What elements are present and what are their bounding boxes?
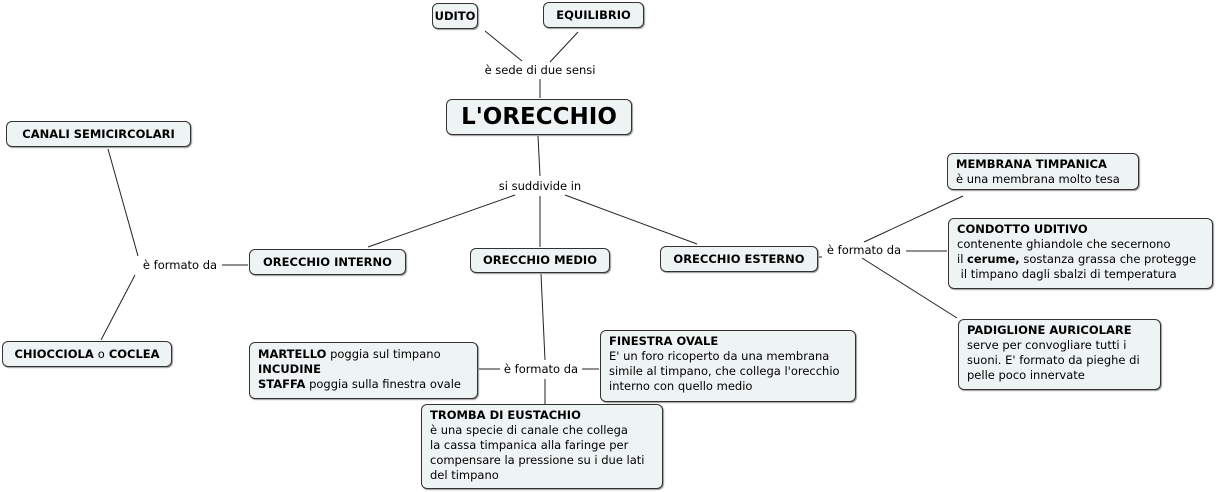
node-chiocciola[interactable]: CHIOCCIOLA o COCLEA	[2, 341, 172, 367]
link-medio-formato	[540, 273, 546, 361]
node-label: CANALI SEMICIRCOLARI	[22, 126, 175, 141]
node-label: UDITO	[434, 8, 476, 23]
node-canali-semicircolari[interactable]: CANALI SEMICIRCOLARI	[6, 121, 191, 147]
link-label-medio: è formato da	[503, 362, 579, 376]
node-membrana-timpanica[interactable]: MEMBRANA TIMPANICA è una membrana molto …	[947, 153, 1139, 190]
link-membrana	[863, 195, 964, 243]
node-desc: pelle poco innervate	[967, 368, 1085, 382]
node-desc: compensare la pressione su i due lati	[430, 453, 645, 467]
link-chiocciola	[100, 274, 136, 341]
node-orecchio-medio[interactable]: ORECCHIO MEDIO	[470, 248, 610, 273]
node-desc: il cerume, sostanza grassa che protegge	[957, 252, 1204, 267]
node-label-or: o	[97, 346, 105, 361]
text: poggia sul timpano	[330, 347, 441, 361]
node-desc: suoni. E' formato da pieghe di	[967, 353, 1140, 367]
node-desc: simile al timpano, che collega l'orecchi…	[609, 364, 840, 378]
node-label: EQUILIBRIO	[556, 7, 631, 22]
node-condotto-uditivo[interactable]: CONDOTTO UDITIVO contenente ghiandole ch…	[948, 218, 1213, 289]
staffa-line: STAFFA poggia sulla finestra ovale	[258, 377, 469, 392]
node-equilibrio[interactable]: EQUILIBRIO	[543, 2, 644, 28]
node-label: COCLEA	[108, 346, 160, 361]
node-title: FINESTRA OVALE	[609, 334, 719, 348]
node-desc: serve per convogliare tutti i	[967, 338, 1127, 352]
node-title: MEMBRANA TIMPANICA	[956, 157, 1107, 171]
node-title: PADIGLIONE AURICOLARE	[967, 323, 1132, 337]
node-desc: contenente ghiandole che secernono	[957, 237, 1171, 251]
node-padiglione-auricolare[interactable]: PADIGLIONE AURICOLARE serve per convogli…	[958, 319, 1161, 390]
link-equilibrio	[549, 31, 579, 63]
node-label: ORECCHIO INTERNO	[263, 254, 392, 269]
martello-line: MARTELLO poggia sul timpano	[258, 347, 469, 362]
incudine-line: INCUDINE	[258, 362, 469, 377]
node-desc: la cassa timpanica alla faringe per	[430, 438, 629, 452]
node-title: TROMBA DI EUSTACHIO	[430, 408, 581, 422]
text: sostanza grassa che protegge	[1019, 252, 1197, 266]
text-bold: MARTELLO	[258, 347, 327, 361]
node-desc: è una specie di canale che collega	[430, 423, 628, 437]
node-label: ORECCHIO ESTERNO	[673, 251, 805, 266]
link-padiglione	[861, 257, 958, 319]
node-udito[interactable]: UDITO	[432, 3, 478, 29]
node-orecchio-interno[interactable]: ORECCHIO INTERNO	[249, 249, 406, 275]
node-label: ORECCHIO MEDIO	[483, 253, 597, 267]
node-label: CHIOCCIOLA	[14, 346, 94, 361]
text-bold: INCUDINE	[258, 362, 321, 376]
link-canali	[107, 148, 139, 257]
link-udito	[484, 30, 523, 62]
link-label-interno: è formato da	[142, 258, 218, 272]
node-desc: del timpano	[430, 468, 499, 482]
link-division-esterno	[564, 194, 698, 245]
link-division-interno	[367, 194, 516, 248]
node-ossicini[interactable]: MARTELLO poggia sul timpano INCUDINE STA…	[249, 342, 478, 399]
node-finestra-ovale[interactable]: FINESTRA OVALE E' un foro ricoperto da u…	[600, 330, 856, 402]
text: il	[957, 252, 968, 266]
node-root[interactable]: L'ORECCHIO	[446, 99, 632, 135]
link-label-esterno: è formato da	[826, 243, 902, 257]
text-bold: cerume,	[967, 252, 1020, 266]
node-desc: il timpano dagli sbalzi di temperatura	[957, 267, 1177, 281]
node-desc: E' un foro ricoperto da una membrana	[609, 349, 830, 363]
link-label-senses: è sede di due sensi	[484, 63, 596, 77]
node-title: CONDOTTO UDITIVO	[957, 222, 1088, 236]
text: poggia sulla finestra ovale	[309, 377, 461, 391]
link-root-division	[537, 135, 541, 177]
root-title: L'ORECCHIO	[461, 103, 617, 130]
link-label-division: si suddivide in	[498, 179, 582, 193]
node-desc: interno con quello medio	[609, 379, 753, 393]
node-orecchio-esterno[interactable]: ORECCHIO ESTERNO	[660, 246, 818, 272]
node-desc: è una membrana molto tesa	[956, 172, 1120, 186]
text-bold: STAFFA	[258, 377, 306, 391]
node-tromba-eustachio[interactable]: TROMBA DI EUSTACHIO è una specie di cana…	[421, 404, 663, 489]
